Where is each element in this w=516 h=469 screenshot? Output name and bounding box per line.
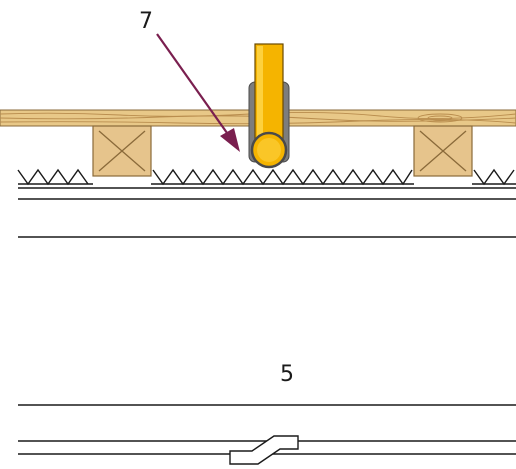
callout-label-pipe: 7 xyxy=(139,9,153,34)
corrugated-layer xyxy=(17,168,516,186)
callout-arrow xyxy=(156,33,240,152)
batten-right xyxy=(413,125,473,177)
batten-left xyxy=(92,125,152,177)
layer-lines xyxy=(18,187,516,455)
step-joint xyxy=(229,435,299,465)
callout-label-lower: 5 xyxy=(280,362,294,387)
pipe-assembly xyxy=(248,43,290,169)
